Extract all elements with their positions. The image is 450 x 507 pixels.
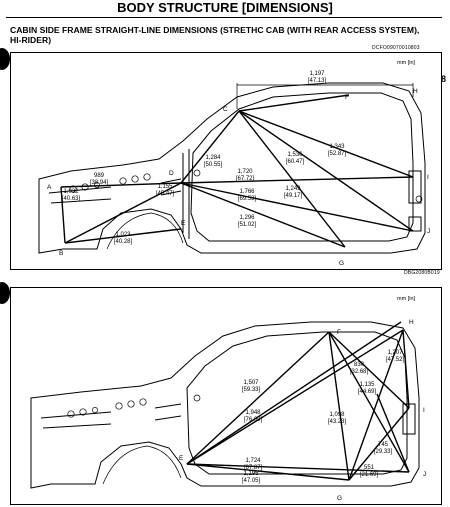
dim-label: [40.63] [62, 196, 81, 202]
dim-label: 1,207 [387, 350, 403, 356]
dim-label: [32.68] [350, 369, 369, 375]
dim-label: 1,720 [237, 169, 253, 175]
dim-label: [40.28] [114, 239, 133, 245]
dim-label: 1,507 [243, 380, 259, 386]
point-label-j: J [427, 228, 430, 235]
dim-label: 1,195 [243, 471, 259, 477]
dim-label: 1,155 [157, 184, 173, 190]
dim-label: 1,948 [245, 410, 261, 416]
figure-code: DBG2080B019 [404, 270, 440, 276]
dim-label: [43.23] [328, 419, 347, 425]
dim-label: [76.69] [244, 417, 263, 423]
dim-label: [67.72] [236, 176, 255, 182]
dim-label: 551 [364, 465, 375, 471]
page-marker: 8 [441, 74, 447, 84]
point-label-a: A [47, 184, 52, 191]
dim-label: 989 [94, 173, 105, 179]
point-label-g: G [337, 495, 342, 502]
dim-label: [21.69] [360, 472, 379, 478]
dim-label: 1,766 [239, 189, 255, 195]
point-label-h: H [413, 88, 418, 95]
dim-label: [47.05] [242, 478, 261, 484]
title-rule [6, 17, 442, 18]
point-label-j: J [423, 471, 426, 478]
cabin-side-diagram-top: mm [in] [10, 52, 442, 270]
point-label-i: I [427, 174, 429, 181]
dim-label: 1,135 [359, 382, 375, 388]
dim-label: 830 [354, 362, 365, 368]
page-title: BODY STRUCTURE [DIMENSIONS] [117, 0, 333, 15]
dim-label: 1,023 [115, 232, 131, 238]
dim-label: 1,197 [309, 71, 325, 77]
dim-label: 745 [378, 442, 389, 448]
dim-label: 1,249 [285, 186, 301, 192]
point-label-g: G [339, 260, 344, 267]
binder-hole [0, 48, 10, 70]
binder-hole [0, 282, 10, 304]
dim-label: [60.47] [286, 159, 305, 165]
dim-label: [29.33] [374, 449, 393, 455]
point-label-h: H [409, 319, 414, 326]
document-code: DCFO09070010803 [372, 45, 420, 51]
dim-label: 1,536 [287, 152, 303, 158]
point-label-b: B [59, 250, 63, 257]
dim-label: [47.13] [308, 78, 327, 84]
point-label-d: D [169, 170, 174, 177]
diagram-drawing: 1,207 [47.52] 830 [32.68] 1,507 [59.33] … [30, 319, 426, 502]
unit-label: mm [in] [397, 296, 416, 302]
section-heading: CABIN SIDE FRAME STRAIGHT-LINE DIMENSION… [10, 25, 420, 45]
dim-label: [45.47] [156, 191, 175, 197]
dim-label: [47.52] [386, 357, 405, 363]
unit-label: mm [in] [397, 60, 416, 66]
dim-label: 1,724 [245, 458, 261, 464]
dim-label: [51.02] [238, 222, 257, 228]
dim-label: 1,343 [329, 144, 345, 150]
dim-label: 1,032 [63, 189, 79, 195]
dim-label: [59.33] [242, 387, 261, 393]
dim-label: [69.53] [238, 196, 257, 202]
dim-label: [38.94] [90, 180, 109, 186]
dim-label: [49.17] [284, 193, 303, 199]
point-label-c: C [223, 106, 228, 113]
dim-label: 1,098 [329, 412, 345, 418]
dim-label: [50.55] [204, 162, 223, 168]
dim-label: [52.87] [328, 151, 347, 157]
dim-label: [44.69] [358, 389, 377, 395]
dim-label: [67.87] [244, 465, 263, 471]
cabin-side-diagram-bottom: mm [in] [10, 287, 442, 505]
point-label-f: F [337, 329, 341, 336]
dim-label: 1,284 [205, 155, 221, 161]
point-label-e: E [179, 455, 184, 462]
diagram-drawing: 1,197 [47.13] 1,343 [52.87] 1,284 [50.55… [38, 71, 430, 267]
point-label-f: F [345, 94, 349, 101]
point-label-e: E [181, 220, 186, 227]
point-label-i: I [423, 407, 425, 414]
dim-label: 1,296 [239, 215, 255, 221]
